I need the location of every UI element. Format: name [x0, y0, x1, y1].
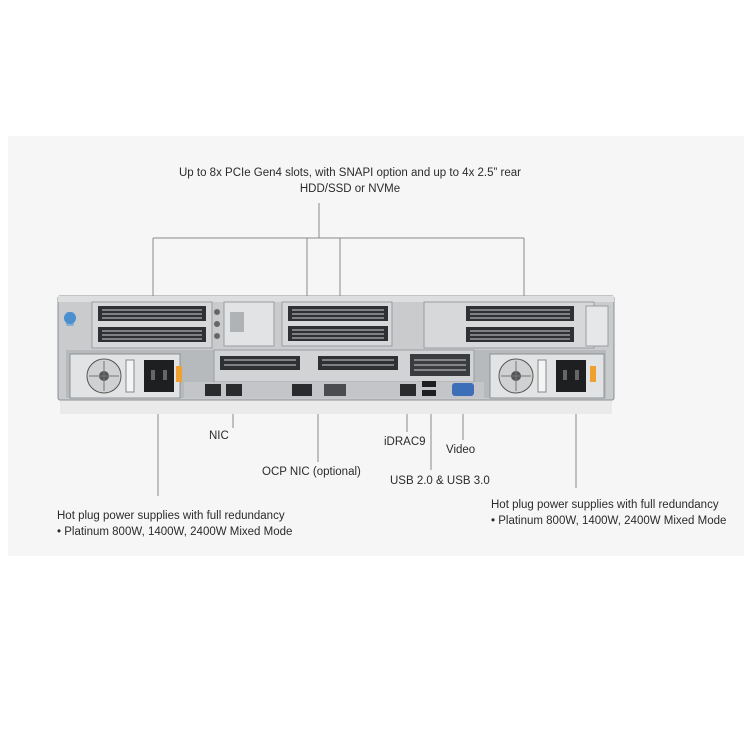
psu-right-detail: • Platinum 800W, 1400W, 2400W Mixed Mode	[491, 515, 727, 527]
power-socket-icon[interactable]	[556, 360, 586, 392]
psu-left-detail: • Platinum 800W, 1400W, 2400W Mixed Mode	[57, 526, 293, 538]
pcie-riser-right	[423, 301, 609, 349]
fan-icon	[86, 358, 122, 394]
psu-right-title: Hot plug power supplies with full redund…	[491, 499, 719, 511]
psu-left-title: Hot plug power supplies with full redund…	[57, 510, 285, 522]
lom-riser	[213, 349, 475, 383]
nic-label: NIC	[209, 430, 229, 442]
usb-label: USB 2.0 & USB 3.0	[390, 475, 490, 487]
psu-left	[69, 353, 182, 399]
pcie-riser-middle	[281, 301, 393, 347]
chassis-reflection	[60, 400, 612, 414]
psu-right	[489, 353, 605, 399]
pcie-callout-line2: HDD/SSD or NVMe	[299, 183, 401, 195]
power-socket-icon[interactable]	[144, 360, 174, 392]
pcie-slots-callout: Up to 8x PCIe Gen4 slots, with SNAPI opt…	[120, 165, 580, 197]
idrac-label: iDRAC9	[384, 436, 426, 448]
usb-port-icon[interactable]	[422, 381, 436, 396]
rj45-port-icon[interactable]	[205, 384, 221, 396]
vga-port-icon[interactable]	[452, 383, 474, 396]
ocp-nic-label: OCP NIC (optional)	[262, 466, 361, 478]
ocp-nic-port[interactable]	[292, 384, 312, 396]
pcie-bracket-line	[152, 203, 525, 296]
server-chassis	[57, 295, 615, 401]
pull-tab-icon[interactable]	[64, 312, 76, 326]
fan-icon	[498, 358, 534, 394]
leader-lines	[152, 203, 577, 496]
io-panel	[184, 381, 484, 398]
serial-port[interactable]	[324, 384, 346, 396]
video-label: Video	[446, 444, 476, 456]
pcie-riser-left	[91, 301, 220, 349]
pcie-callout-line1: Up to 8x PCIe Gen4 slots, with SNAPI opt…	[179, 167, 521, 179]
rj45-port-icon[interactable]	[400, 384, 416, 396]
rj45-port-icon[interactable]	[226, 384, 242, 396]
